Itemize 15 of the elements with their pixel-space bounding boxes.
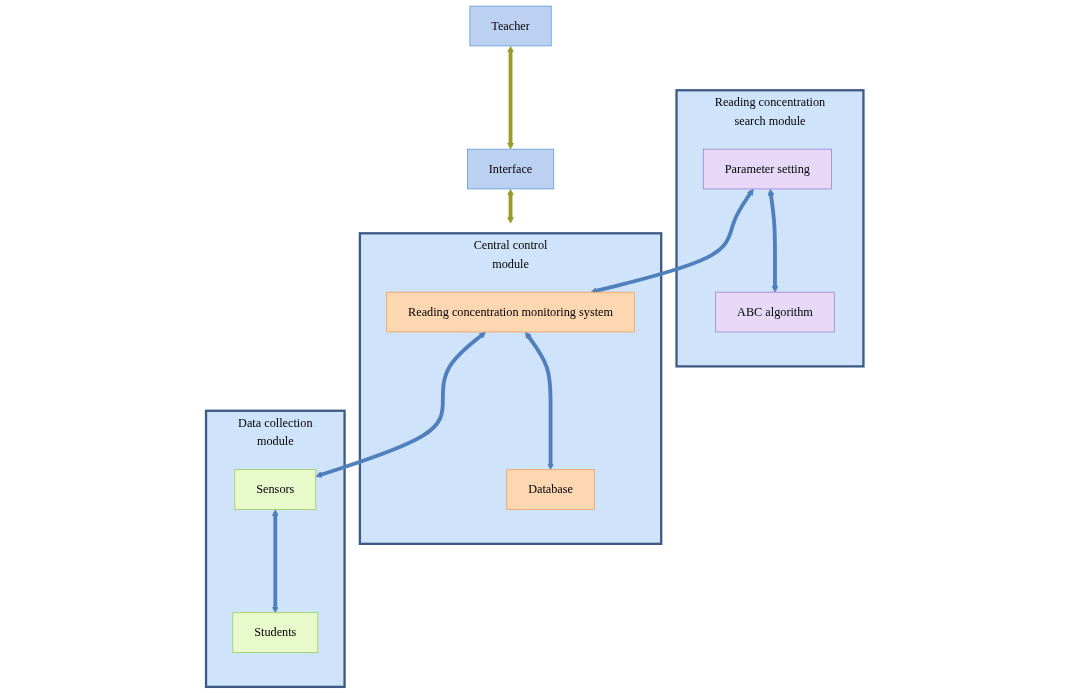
arrow bbox=[272, 509, 279, 613]
node-box: ABC algorithm bbox=[715, 291, 835, 333]
node-box: Parameter setting bbox=[703, 148, 833, 190]
arrow bbox=[507, 188, 515, 224]
arrow bbox=[507, 45, 515, 150]
node-box: Students bbox=[232, 612, 319, 653]
node-box: Teacher bbox=[469, 5, 552, 47]
arrow bbox=[767, 188, 779, 293]
arrow bbox=[315, 331, 487, 478]
node-box: Sensors bbox=[234, 469, 317, 510]
node-box: Interface bbox=[467, 148, 555, 190]
arrow bbox=[525, 331, 555, 470]
arrow bbox=[590, 188, 754, 294]
node-box: Database bbox=[506, 469, 596, 510]
node-box: Reading concentration monitoring system bbox=[386, 291, 636, 333]
